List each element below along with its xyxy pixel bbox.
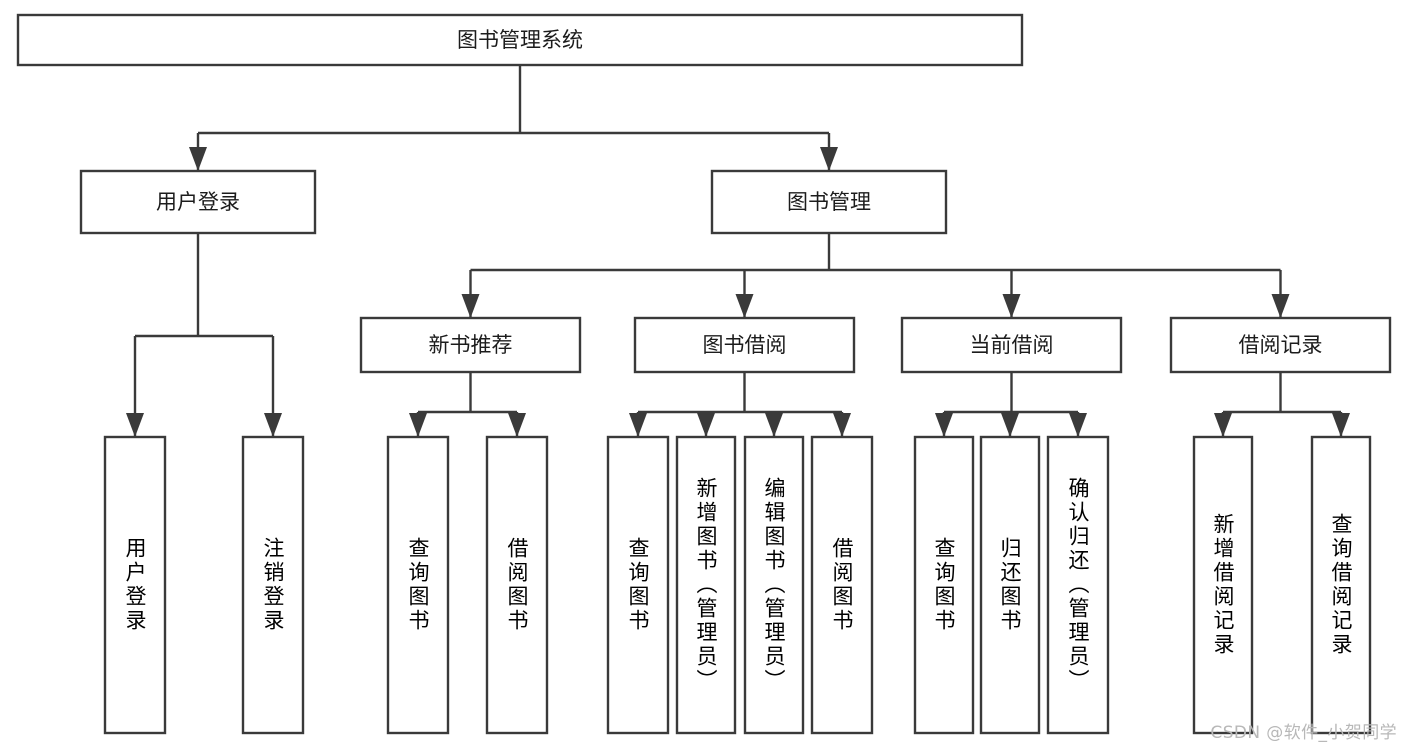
node-current-borrow-label: 当前借阅 [970, 333, 1054, 357]
node-borrow-record-label: 借阅记录 [1239, 333, 1323, 357]
node-leaf-query-record[interactable]: 查询借阅记录 [1310, 435, 1372, 735]
arrow-head-icon [765, 413, 783, 437]
node-leaf-borrow-book-1-label: 借阅图书 [505, 537, 529, 633]
node-leaf-confirm-return-label-wrap: 确认归还（管理员） [1066, 477, 1090, 693]
node-borrow-record-box[interactable] [1169, 316, 1392, 374]
node-leaf-query-book-1-label: 查询图书 [406, 537, 430, 633]
node-current-borrow-box[interactable] [900, 316, 1123, 374]
node-book-manage[interactable]: 图书管理 [710, 169, 948, 235]
arrow-head-icon [461, 294, 480, 318]
node-leaf-query-record-label-wrap: 查询借阅记录 [1329, 513, 1353, 657]
arrow-head-icon [820, 147, 838, 171]
node-leaf-logout-label-wrap: 注销登录 [261, 537, 285, 633]
node-leaf-return-book-label: 归还图书 [998, 537, 1022, 633]
node-leaf-add-book-label: 新增图书（管理员） [694, 477, 718, 693]
arrow-head-icon [264, 413, 282, 437]
node-leaf-borrow-book-1-box[interactable] [485, 435, 549, 735]
arrow-head-icon [1069, 413, 1087, 437]
node-layer: 图书管理系统用户登录图书管理新书推荐图书借阅当前借阅借阅记录用户登录注销登录查询… [16, 13, 1392, 735]
node-book-manage-box[interactable] [710, 169, 948, 235]
node-book-manage-label: 图书管理 [787, 190, 871, 214]
node-root-label: 图书管理系统 [457, 28, 583, 52]
node-leaf-query-book-3-box[interactable] [913, 435, 975, 735]
node-root-box[interactable] [16, 13, 1024, 67]
node-leaf-add-book[interactable]: 新增图书（管理员） [675, 435, 737, 735]
arrow-head-icon [1214, 413, 1232, 437]
arrow-head-icon [1271, 294, 1290, 318]
node-leaf-edit-book-label-wrap: 编辑图书（管理员） [762, 477, 786, 693]
node-leaf-add-record-label-wrap: 新增借阅记录 [1211, 513, 1235, 657]
node-leaf-borrow-book-2-label-wrap: 借阅图书 [830, 537, 854, 633]
node-leaf-add-record[interactable]: 新增借阅记录 [1192, 435, 1254, 735]
node-leaf-return-book-label-wrap: 归还图书 [998, 537, 1022, 633]
node-leaf-borrow-book-2-label: 借阅图书 [830, 537, 854, 633]
node-user-login[interactable]: 用户登录 [79, 169, 317, 235]
arrow-head-icon [935, 413, 953, 437]
arrow-head-icon [1002, 294, 1021, 318]
node-leaf-query-record-box[interactable] [1310, 435, 1372, 735]
node-leaf-query-book-2[interactable]: 查询图书 [606, 435, 670, 735]
node-new-book-recommend[interactable]: 新书推荐 [359, 316, 582, 374]
node-leaf-query-book-2-label: 查询图书 [626, 537, 650, 633]
arrow-head-icon [409, 413, 427, 437]
node-leaf-user-login[interactable]: 用户登录 [103, 435, 167, 735]
arrow-head-icon [508, 413, 526, 437]
node-user-login-label: 用户登录 [156, 190, 240, 214]
arrow-head-icon [735, 294, 754, 318]
node-current-borrow[interactable]: 当前借阅 [900, 316, 1123, 374]
node-book-borrow-label: 图书借阅 [703, 333, 787, 357]
node-leaf-query-book-1[interactable]: 查询图书 [386, 435, 450, 735]
node-leaf-query-book-3[interactable]: 查询图书 [913, 435, 975, 735]
node-leaf-confirm-return[interactable]: 确认归还（管理员） [1046, 435, 1110, 735]
node-leaf-return-book[interactable]: 归还图书 [979, 435, 1041, 735]
node-leaf-return-book-box[interactable] [979, 435, 1041, 735]
node-leaf-add-book-label-wrap: 新增图书（管理员） [694, 477, 718, 693]
node-leaf-edit-book[interactable]: 编辑图书（管理员） [743, 435, 805, 735]
node-leaf-logout-box[interactable] [241, 435, 305, 735]
node-leaf-add-record-box[interactable] [1192, 435, 1254, 735]
arrow-head-icon [833, 413, 851, 437]
node-book-borrow-box[interactable] [633, 316, 856, 374]
arrow-head-icon [697, 413, 715, 437]
node-leaf-logout[interactable]: 注销登录 [241, 435, 305, 735]
node-leaf-query-book-1-box[interactable] [386, 435, 450, 735]
watermark-label: CSDN @软件_小贺同学 [1210, 723, 1397, 743]
node-leaf-edit-book-label: 编辑图书（管理员） [762, 477, 786, 693]
node-leaf-borrow-book-1[interactable]: 借阅图书 [485, 435, 549, 735]
node-leaf-user-login-label: 用户登录 [123, 537, 147, 633]
arrow-head-icon [189, 147, 207, 171]
node-user-login-box[interactable] [79, 169, 317, 235]
node-leaf-borrow-book-2-box[interactable] [810, 435, 874, 735]
node-new-book-recommend-label: 新书推荐 [429, 333, 513, 357]
arrow-head-icon [629, 413, 647, 437]
node-root[interactable]: 图书管理系统 [16, 13, 1024, 67]
connector-layer [126, 65, 1350, 437]
node-leaf-query-book-2-label-wrap: 查询图书 [626, 537, 650, 633]
node-leaf-borrow-book-2[interactable]: 借阅图书 [810, 435, 874, 735]
node-leaf-user-login-box[interactable] [103, 435, 167, 735]
node-leaf-query-book-3-label: 查询图书 [932, 537, 956, 633]
node-leaf-edit-book-box[interactable] [743, 435, 805, 735]
node-leaf-confirm-return-label: 确认归还（管理员） [1066, 477, 1090, 693]
node-new-book-recommend-box[interactable] [359, 316, 582, 374]
arrow-head-icon [1001, 413, 1019, 437]
node-leaf-query-book-3-label-wrap: 查询图书 [932, 537, 956, 633]
node-leaf-logout-label: 注销登录 [261, 537, 285, 633]
node-leaf-query-book-1-label-wrap: 查询图书 [406, 537, 430, 633]
node-leaf-add-book-box[interactable] [675, 435, 737, 735]
node-book-borrow[interactable]: 图书借阅 [633, 316, 856, 374]
node-leaf-query-record-label: 查询借阅记录 [1329, 513, 1353, 657]
arrow-head-icon [1332, 413, 1350, 437]
node-leaf-borrow-book-1-label-wrap: 借阅图书 [505, 537, 529, 633]
node-leaf-add-record-label: 新增借阅记录 [1211, 513, 1235, 657]
node-leaf-query-book-2-box[interactable] [606, 435, 670, 735]
node-leaf-confirm-return-box[interactable] [1046, 435, 1110, 735]
arrow-head-icon [126, 413, 144, 437]
node-leaf-user-login-label-wrap: 用户登录 [123, 537, 147, 633]
node-borrow-record[interactable]: 借阅记录 [1169, 316, 1392, 374]
